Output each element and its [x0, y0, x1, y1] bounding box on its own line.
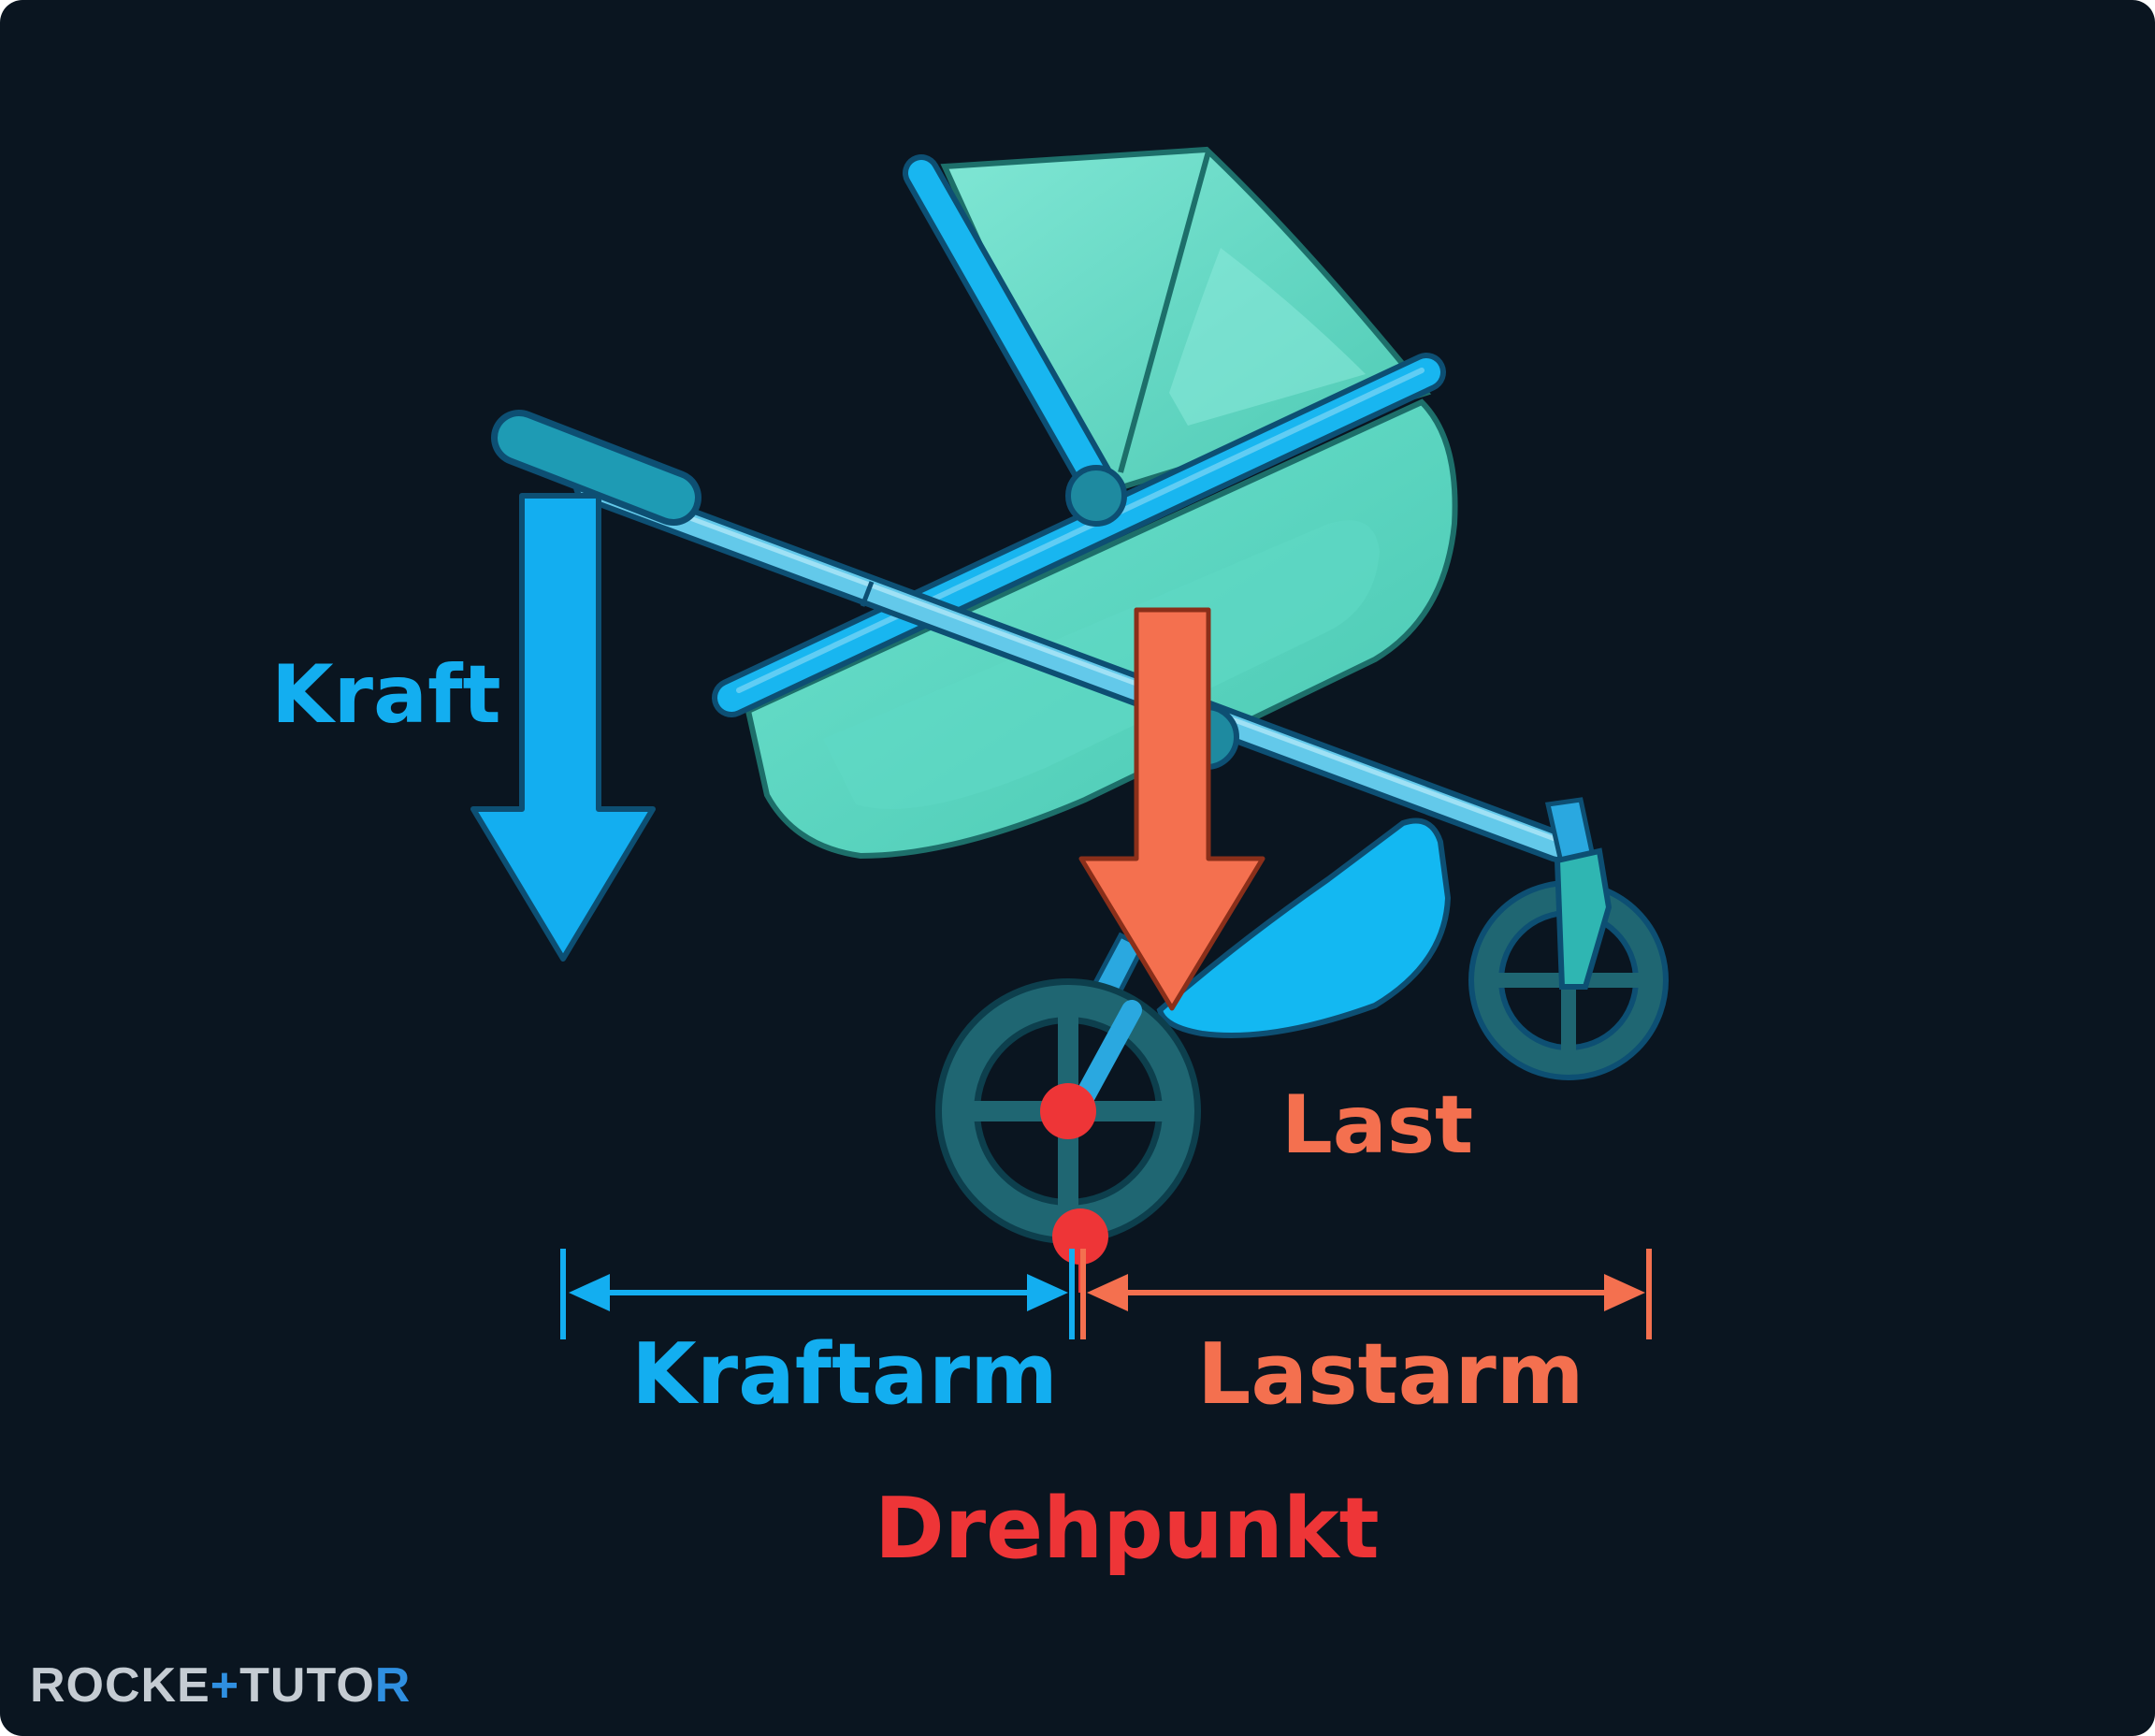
rim-bar	[717, 358, 1440, 712]
brand-part2: TUTO	[239, 1658, 375, 1713]
kraftarm-dimension	[560, 1249, 1075, 1339]
hood-arm	[908, 160, 1107, 490]
lastarm-dimension	[1080, 1249, 1652, 1339]
push-bar	[579, 476, 1568, 857]
rear-wheel	[1468, 797, 1669, 1080]
handle-grip	[498, 416, 695, 519]
load-label: Last	[1281, 1078, 1474, 1172]
canopy-highlight	[1169, 248, 1366, 426]
pivot-dot-icon	[1052, 1208, 1108, 1265]
hood-hinge	[1065, 465, 1127, 527]
canopy-fold	[1118, 151, 1211, 473]
pivot-label: Drehpunkt	[875, 1480, 1380, 1578]
force-arrow-icon	[470, 493, 656, 962]
load-arrow-icon	[1078, 607, 1266, 1011]
brand-logo: ROCKE+TUTOR	[30, 1657, 411, 1714]
brand-accent: +	[210, 1658, 240, 1713]
undercarriage	[1156, 817, 1452, 1038]
force-arm-label: Kraftarm	[631, 1325, 1058, 1424]
brand-part3: R	[374, 1658, 412, 1713]
load-arm-label: Lastarm	[1197, 1325, 1584, 1424]
force-label: Kraft	[271, 648, 501, 742]
brand-part1: ROCKE	[30, 1658, 210, 1713]
stroller-icon	[491, 146, 1669, 1244]
axle-dot-icon	[1040, 1083, 1096, 1139]
